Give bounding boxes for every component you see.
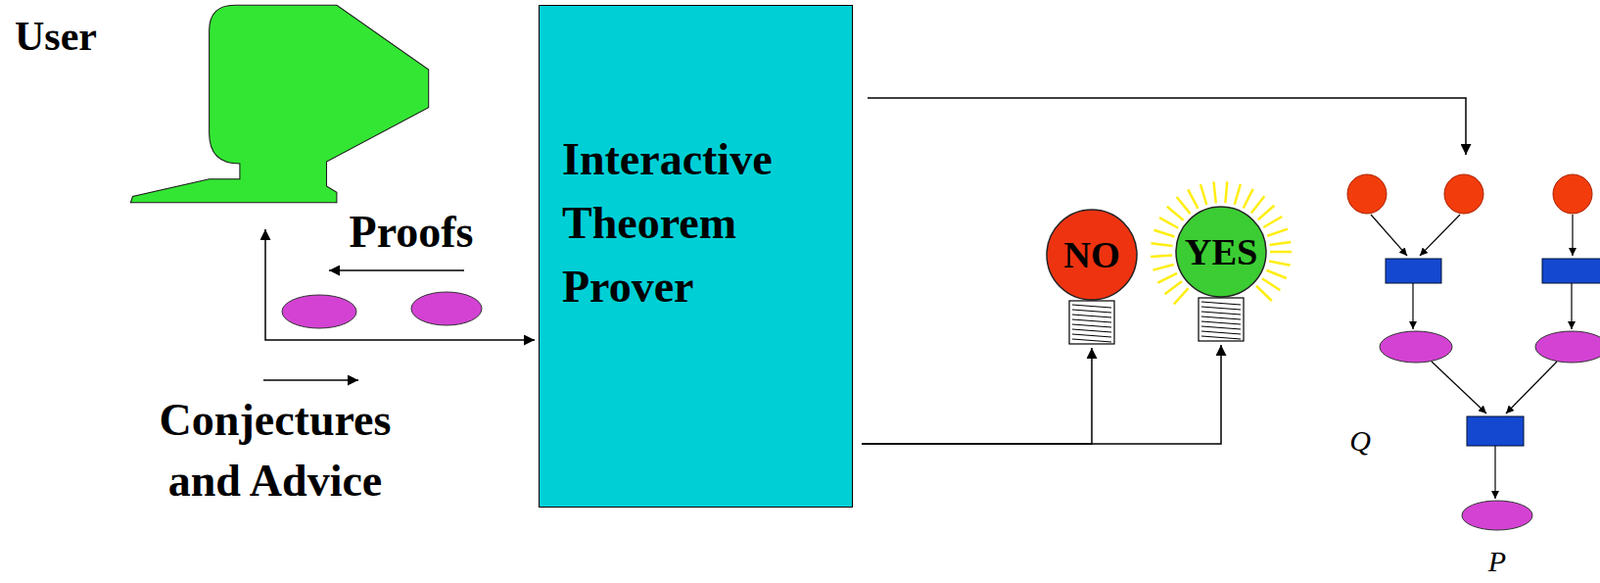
no-bulb: NO	[1045, 208, 1138, 346]
bulb-base	[1069, 300, 1115, 344]
bulb-glass	[1046, 209, 1137, 300]
bulb-thread	[1072, 333, 1112, 337]
connector	[861, 347, 1092, 444]
tree-arrow	[1431, 361, 1487, 414]
user-figure: User	[0, 0, 436, 208]
proof-ellipse	[411, 291, 482, 326]
bulb-shape	[1175, 205, 1268, 343]
bulb-thread	[1201, 301, 1241, 305]
bulb-thread	[1072, 329, 1112, 332]
glow-ray	[1174, 287, 1189, 304]
axiom-circle	[1552, 174, 1593, 214]
glow-ray	[1167, 206, 1184, 221]
glow-ray	[1270, 241, 1292, 245]
tree-arrow	[1370, 214, 1408, 256]
glow-ray	[1262, 278, 1280, 290]
rule-box	[1385, 258, 1442, 283]
glow-ray	[1267, 229, 1288, 236]
glow-ray	[1266, 270, 1286, 279]
bulb-thread	[1201, 326, 1241, 330]
bulb-thread	[1072, 309, 1112, 313]
tree-arrow	[1505, 361, 1557, 414]
glow-ray	[1187, 188, 1198, 208]
glow-ray	[1213, 181, 1216, 203]
glow-ray	[1157, 273, 1177, 283]
node-text: User	[14, 11, 97, 61]
flow-label: Proofs	[337, 207, 485, 257]
proof-ellipse	[1379, 330, 1453, 363]
node-text: NO	[1045, 208, 1138, 301]
bulb-thread	[1201, 330, 1241, 334]
bulb-shape	[1045, 208, 1138, 346]
bulb-thread	[1201, 335, 1241, 339]
tree-arrow	[1570, 282, 1572, 330]
bulb-thread	[1072, 319, 1112, 323]
glow-ray	[1224, 181, 1227, 203]
glow-ray	[1151, 242, 1174, 246]
glow-ray	[1164, 281, 1182, 294]
glow-ray	[1176, 196, 1191, 214]
tree-arrow	[1419, 214, 1460, 256]
glow-ray	[1150, 254, 1173, 257]
yes-bulb: YES	[1175, 205, 1268, 343]
proof-ellipse	[1535, 330, 1600, 363]
direction-arrow	[329, 269, 465, 272]
bulb-thread	[1201, 306, 1241, 310]
glow-ray	[1256, 285, 1272, 301]
node-text: Interactive Theorem Prover	[562, 127, 829, 319]
bulb-thread	[1201, 321, 1241, 325]
glow-ray	[1159, 217, 1178, 229]
output-arrow	[867, 97, 1466, 155]
proof-ellipse	[1461, 500, 1533, 530]
tree-arrow	[1411, 282, 1413, 330]
glow-ray	[1258, 205, 1275, 220]
formula-label: P	[1482, 543, 1512, 579]
glow-ray	[1152, 264, 1174, 271]
bulb-thread	[1072, 314, 1112, 318]
bulb-glass	[1176, 206, 1267, 297]
flow-label: Conjectures and Advice	[138, 389, 413, 512]
direction-arrow	[263, 378, 359, 381]
tree-arrow	[1571, 214, 1573, 256]
bulb-thread	[1072, 338, 1112, 342]
rule-box	[1542, 258, 1600, 283]
glow-ray	[1154, 230, 1176, 237]
axiom-circle	[1444, 174, 1484, 214]
bulb-thread	[1072, 304, 1112, 308]
proof-ellipse	[282, 294, 357, 329]
node-text: YES	[1175, 205, 1268, 298]
connector	[861, 344, 1222, 444]
glow-ray	[1251, 195, 1266, 213]
bulb-thread	[1201, 316, 1241, 320]
glow-ray	[1263, 216, 1282, 228]
glow-ray	[1243, 188, 1254, 209]
bulb-thread	[1201, 311, 1241, 315]
rule-box	[1466, 416, 1524, 446]
tree-arrow	[1494, 445, 1496, 499]
bulb-base	[1198, 297, 1244, 341]
glow-ray	[1200, 184, 1207, 205]
bulb-thread	[1072, 324, 1112, 328]
glow-ray	[1270, 250, 1292, 254]
formula-label: Q	[1345, 423, 1375, 459]
axiom-circle	[1347, 174, 1387, 214]
user-silhouette	[130, 4, 428, 203]
glow-ray	[1269, 261, 1291, 266]
glow-ray	[1234, 184, 1241, 205]
prover-box: Interactive Theorem Prover	[538, 4, 853, 508]
